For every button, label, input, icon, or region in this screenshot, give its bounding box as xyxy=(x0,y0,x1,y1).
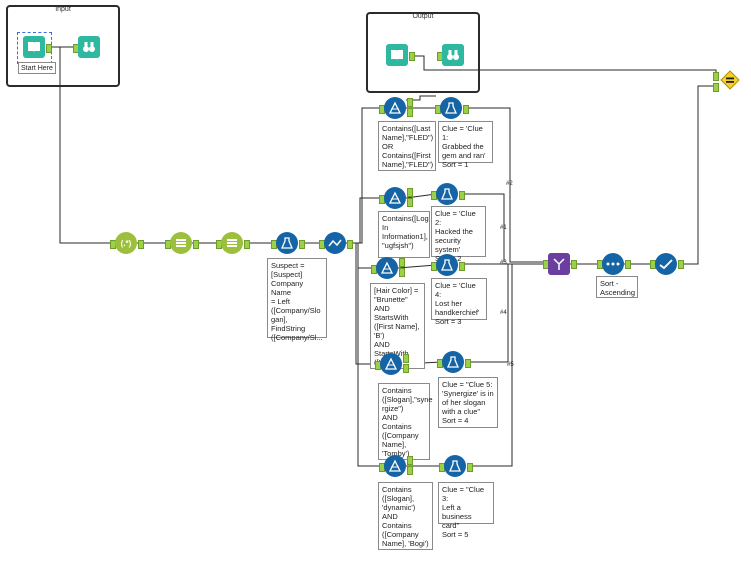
output-input-tool[interactable] xyxy=(386,44,408,66)
annotation-filter-2: Contains([Log In Information1], "ugfsjsh… xyxy=(378,211,430,258)
filter-tool-4[interactable] xyxy=(380,353,402,375)
check-output-anchor[interactable] xyxy=(678,260,684,269)
filter-tool-2[interactable] xyxy=(384,187,406,209)
filter-triangle-icon xyxy=(388,191,402,204)
union-connection-label: #3 xyxy=(500,260,507,266)
union-connection-label: #1 xyxy=(500,225,507,231)
annotation-suspect-formula: Suspect = [Suspect] Company Name = Left … xyxy=(267,258,327,342)
output-container[interactable]: Output xyxy=(366,12,480,93)
output-browse-tool[interactable] xyxy=(442,44,464,66)
union-connection-label: #2 xyxy=(506,181,513,187)
book-input-icon xyxy=(27,41,41,53)
annotation-clue-4: Clue = 'Clue 4: Lost her handkerchief' S… xyxy=(431,278,487,326)
start-here-label: Start Here xyxy=(18,62,56,74)
filter2-true-anchor[interactable] xyxy=(407,188,413,197)
annotation-filter-4: Contains ([Slogan],"syne rgize") AND Con… xyxy=(378,383,433,460)
annotation-sort: Sort - Ascending xyxy=(596,276,638,298)
formula-tool-clue1[interactable] xyxy=(440,97,462,119)
formula-flask-icon xyxy=(281,237,293,249)
join-tool[interactable] xyxy=(324,232,346,254)
input-data-tool[interactable] xyxy=(23,36,45,58)
formula4-output-anchor[interactable] xyxy=(459,262,465,271)
formula5-output-anchor[interactable] xyxy=(465,359,471,368)
filter-tool-1[interactable] xyxy=(384,97,406,119)
formula-main-output-anchor[interactable] xyxy=(299,240,305,249)
regex-output-anchor[interactable] xyxy=(138,240,144,249)
binoculars-icon xyxy=(82,41,96,53)
filter2-false-anchor[interactable] xyxy=(407,198,413,207)
filter3-true-anchor[interactable] xyxy=(399,258,405,267)
input-container[interactable]: Input xyxy=(6,5,120,87)
join-icon xyxy=(328,238,342,248)
formula-flask-icon xyxy=(445,102,457,114)
union-connection-label: #5 xyxy=(507,362,514,368)
book-input-icon xyxy=(390,49,404,61)
union-icon xyxy=(552,257,566,271)
annotation-clue-2: Clue = 'Clue 2: Hacked the security syst… xyxy=(431,206,486,263)
select-tool-1[interactable] xyxy=(170,232,192,254)
select2-output-anchor[interactable] xyxy=(244,240,250,249)
filter-triangle-icon xyxy=(388,459,402,472)
union-output-anchor[interactable] xyxy=(571,260,577,269)
filter-triangle-icon xyxy=(384,357,398,370)
filter1-false-anchor[interactable] xyxy=(407,108,413,117)
select1-output-anchor[interactable] xyxy=(193,240,199,249)
formula-flask-icon xyxy=(441,259,453,271)
formula-tool-clue2[interactable] xyxy=(436,183,458,205)
input-output-anchor[interactable] xyxy=(46,44,52,53)
regex-tool[interactable]: (.*) xyxy=(115,232,137,254)
select-columns-icon xyxy=(226,238,238,248)
formula-tool-clue5[interactable] xyxy=(442,351,464,373)
annotation-clue-1: Clue = 'Clue 1: Grabbed the gem and ran'… xyxy=(438,121,493,169)
formula1-output-anchor[interactable] xyxy=(463,105,469,114)
sort-output-anchor[interactable] xyxy=(625,260,631,269)
filter5-true-anchor[interactable] xyxy=(407,456,413,465)
output-input-anchor[interactable] xyxy=(409,52,415,61)
test-input-anchor-2[interactable] xyxy=(713,83,719,92)
browse-tool[interactable] xyxy=(78,36,100,58)
formula-flask-icon xyxy=(441,188,453,200)
select-columns-icon xyxy=(175,238,187,248)
output-container-title: Output xyxy=(412,13,434,20)
filter4-false-anchor[interactable] xyxy=(403,364,409,373)
union-tool[interactable] xyxy=(548,253,570,275)
filter-tool-3[interactable] xyxy=(376,257,398,279)
filter-triangle-icon xyxy=(380,261,394,274)
test-input-anchor-1[interactable] xyxy=(713,72,719,81)
filter-triangle-icon xyxy=(388,101,402,114)
check-icon xyxy=(659,259,673,270)
regex-parse-icon: (.*) xyxy=(120,238,132,248)
formula2-output-anchor[interactable] xyxy=(459,191,465,200)
sort-icon xyxy=(606,261,620,267)
filter1-true-anchor[interactable] xyxy=(407,98,413,107)
filter4-true-anchor[interactable] xyxy=(403,354,409,363)
formula-flask-icon xyxy=(449,460,461,472)
test-tool[interactable] xyxy=(720,70,740,90)
annotation-filter-1: Contains([Last Name],"FLED") OR Contains… xyxy=(378,121,436,171)
join-output-anchor[interactable] xyxy=(347,240,353,249)
filter-tool-5[interactable] xyxy=(384,455,406,477)
formula-tool-clue3[interactable] xyxy=(444,455,466,477)
formula-flask-icon xyxy=(447,356,459,368)
filter3-false-anchor[interactable] xyxy=(399,268,405,277)
annotation-clue-3: Clue = "Clue 3: Left a business card" So… xyxy=(438,482,494,539)
sort-tool[interactable] xyxy=(602,253,624,275)
annotation-clue-5: Clue = "Clue 5: 'Synergize' is in of her… xyxy=(438,377,498,428)
formula-tool-clue4[interactable] xyxy=(436,254,458,276)
binoculars-icon xyxy=(446,49,460,61)
annotation-filter-5: Contains ([Slogan], 'dynamic') AND Conta… xyxy=(378,482,433,550)
select-tool-2[interactable] xyxy=(221,232,243,254)
formula-tool-main[interactable] xyxy=(276,232,298,254)
union-connection-label: #4 xyxy=(500,310,507,316)
formula3-output-anchor[interactable] xyxy=(467,463,473,472)
input-container-title: Input xyxy=(55,6,71,13)
filter5-false-anchor[interactable] xyxy=(407,466,413,475)
test-equals-icon xyxy=(720,70,740,94)
check-tool[interactable] xyxy=(655,253,677,275)
